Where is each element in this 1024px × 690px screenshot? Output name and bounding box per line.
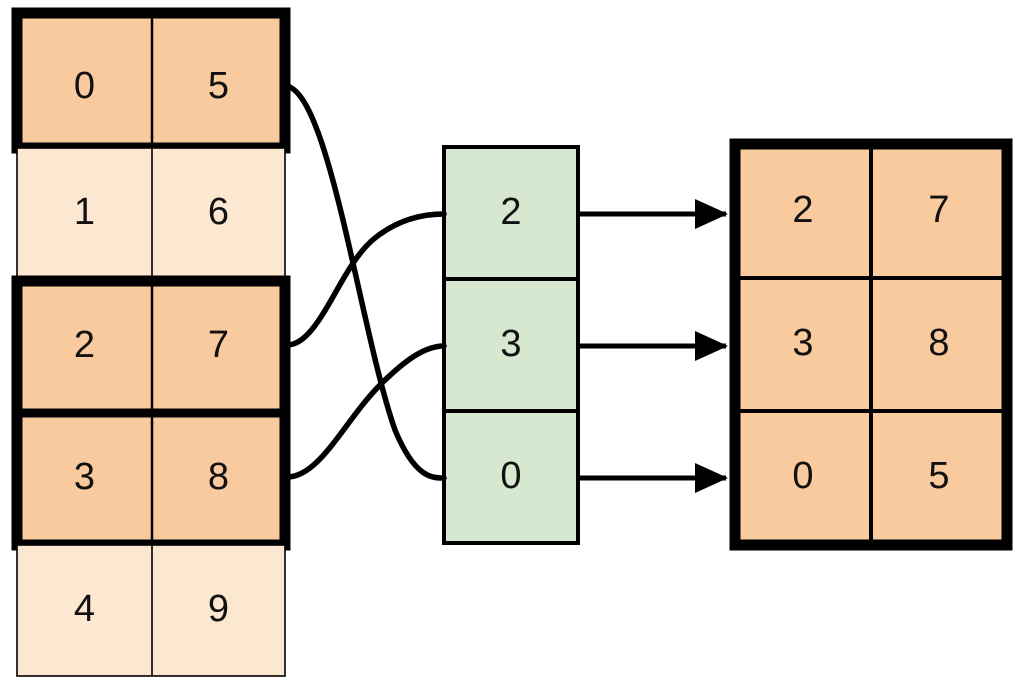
result-table-row-0[interactable]: 2 7 [792, 189, 949, 231]
result-table: 2 7 3 8 0 5 [729, 138, 1013, 551]
source-table-row-2[interactable]: 2 7 [16, 280, 286, 414]
result-cell-r1c0: 3 [792, 322, 813, 364]
source-table: 0 5 1 6 2 7 3 8 [11, 7, 291, 677]
result-table-outer-border [729, 138, 1013, 551]
index-cell-2-value: 0 [500, 455, 521, 497]
source-table-row-4[interactable]: 4 9 [16, 544, 286, 677]
result-table-row-1[interactable]: 3 8 [792, 322, 949, 364]
source-table-row-1[interactable]: 1 6 [16, 147, 286, 281]
source-cell-r1c1: 6 [208, 191, 229, 233]
result-cell-r1c1: 8 [928, 322, 949, 364]
source-cell-r3c1: 8 [208, 456, 229, 498]
source-cell-r0c0: 0 [74, 65, 95, 107]
result-table-row-2[interactable]: 0 5 [792, 455, 949, 497]
index-cell-0-value: 2 [500, 191, 521, 233]
curve-source-row-2-to-index-0 [284, 211, 447, 348]
source-cell-r2c1: 7 [208, 324, 229, 366]
result-cell-r0c0: 2 [792, 189, 813, 231]
selection-curves [284, 83, 447, 481]
source-cell-r0c1: 5 [208, 65, 229, 107]
source-table-row-0[interactable]: 0 5 [11, 7, 291, 154]
result-cell-r2c1: 5 [928, 455, 949, 497]
source-cell-r2c0: 2 [74, 324, 95, 366]
source-row-1-background [16, 147, 286, 281]
curve-source-row-3-to-index-1 [284, 343, 447, 480]
source-cell-r4c0: 4 [74, 588, 95, 630]
source-row-4-background [16, 544, 286, 677]
source-cell-r4c1: 9 [208, 588, 229, 630]
index-cell-1-value: 3 [500, 323, 521, 365]
result-cell-r0c1: 7 [928, 189, 949, 231]
curve-source-row-0-to-index-2 [284, 83, 447, 481]
result-cell-r2c0: 0 [792, 455, 813, 497]
index-vector: 2 3 0 [442, 145, 580, 545]
source-cell-r1c0: 1 [74, 191, 95, 233]
source-cell-r3c0: 3 [74, 456, 95, 498]
gather-arrows [578, 198, 729, 493]
source-table-row-3[interactable]: 3 8 [16, 412, 286, 546]
